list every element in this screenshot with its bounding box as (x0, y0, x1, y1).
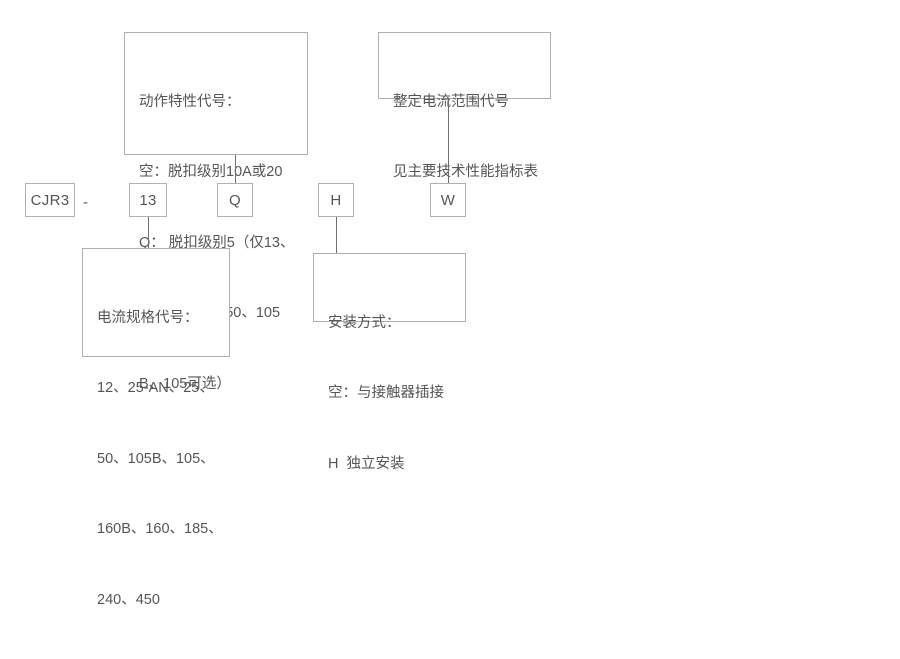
chip-current-rating[interactable]: 13 (129, 183, 167, 217)
connector-mounting (336, 217, 337, 253)
note-current-range: 整定电流范围代号 见主要技术性能指标表 (378, 32, 551, 180)
note-line: 电流规格代号： (97, 309, 199, 326)
note-line: 50、105B、105、 (97, 450, 215, 467)
note-trip-characteristic: 动作特性代号： 空：脱扣级别10A或20 Q： 脱扣级别5（仅13、 25-AN… (124, 32, 308, 392)
connector-trip-characteristic (235, 155, 236, 183)
chip-current-range[interactable]: W (430, 183, 466, 217)
note-line: H 独立安装 (328, 455, 405, 472)
note-mounting: 安装方式： 空：与接触器插接 H 独立安装 (313, 253, 466, 472)
note-line: 整定电流范围代号 (393, 93, 509, 110)
note-line: 160B、160、185、 (97, 521, 223, 538)
code-separator-dash: - (83, 194, 88, 211)
note-line: 动作特性代号： (139, 93, 241, 110)
model-designation-diagram: 动作特性代号： 空：脱扣级别10A或20 Q： 脱扣级别5（仅13、 25-AN… (25, 32, 551, 608)
note-line: 空：与接触器插接 (328, 385, 444, 402)
note-line: B、105可选） (139, 375, 231, 392)
chip-mounting[interactable]: H (318, 183, 354, 217)
note-line: 见主要技术性能指标表 (393, 164, 538, 181)
note-line: 空：脱扣级别10A或20 (139, 164, 283, 181)
chip-series[interactable]: CJR3 (25, 183, 75, 217)
note-line: Q： 脱扣级别5（仅13、 (139, 234, 295, 251)
note-current-rating: 电流规格代号： 12、25-AN、25、 50、105B、105、 160B、1… (82, 248, 230, 608)
connector-current-rating (148, 217, 149, 248)
note-line: 安装方式： (328, 314, 401, 331)
connector-current-range (448, 99, 449, 183)
note-line: 12、25-AN、25、 (97, 380, 214, 397)
note-line: 240、450 (97, 591, 160, 608)
chip-trip-characteristic[interactable]: Q (217, 183, 253, 217)
